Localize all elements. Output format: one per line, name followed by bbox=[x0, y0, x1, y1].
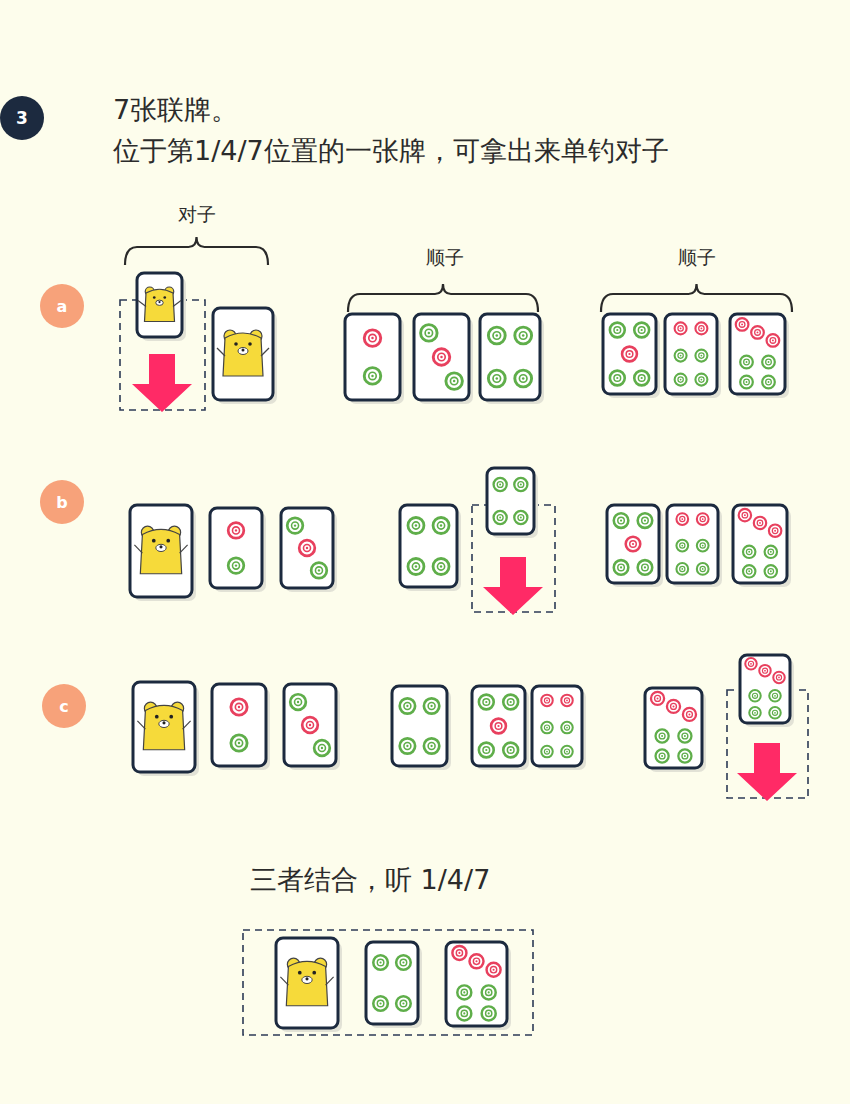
down-arrow bbox=[737, 743, 797, 801]
bear-tile bbox=[130, 505, 196, 601]
pin-tile bbox=[733, 505, 791, 587]
pin-tile bbox=[730, 314, 789, 398]
case-badge: a bbox=[40, 284, 84, 328]
pin-tile bbox=[414, 314, 473, 404]
case-badge: c bbox=[42, 684, 86, 728]
bracket-label: 对子 bbox=[178, 202, 216, 228]
pin-tile bbox=[400, 505, 461, 591]
pin-tile bbox=[345, 314, 404, 404]
pin-tile bbox=[480, 314, 544, 404]
pin-tile bbox=[603, 314, 660, 398]
badge-text: a bbox=[57, 297, 68, 316]
pin-tile bbox=[284, 684, 340, 770]
bracket-label: 顺子 bbox=[426, 245, 464, 271]
pin-tile bbox=[212, 684, 270, 770]
pin-tile bbox=[366, 942, 422, 1028]
down-arrow bbox=[132, 354, 192, 412]
bracket bbox=[601, 284, 792, 312]
pin-tile bbox=[645, 688, 706, 772]
bear-tile bbox=[276, 938, 342, 1032]
dashed-frame bbox=[243, 930, 533, 1035]
pin-tile bbox=[665, 314, 721, 398]
pin-tile bbox=[532, 686, 586, 770]
subheading: 位于第1/4/7位置的一张牌，可拿出来单钓对子 bbox=[113, 133, 669, 169]
pin-tile bbox=[607, 505, 663, 587]
pin-tile bbox=[210, 508, 266, 592]
pin-tile bbox=[446, 942, 511, 1030]
bear-tile bbox=[137, 273, 186, 341]
heading: 7张联牌。 bbox=[113, 92, 238, 128]
badge-text: b bbox=[56, 493, 67, 512]
bear-tile bbox=[213, 308, 277, 404]
bracket bbox=[348, 284, 538, 312]
badge-text: 3 bbox=[16, 108, 28, 128]
down-arrow bbox=[483, 557, 543, 615]
step-badge: 3 bbox=[0, 96, 44, 140]
pin-tile bbox=[281, 508, 337, 592]
conclusion-text: 三者结合，听 1/4/7 bbox=[250, 862, 490, 898]
bear-tile bbox=[133, 682, 199, 776]
pin-tile bbox=[472, 686, 529, 770]
case-badge: b bbox=[40, 480, 84, 524]
bracket-label: 顺子 bbox=[678, 245, 716, 271]
pin-tile bbox=[667, 505, 722, 587]
badge-text: c bbox=[59, 697, 68, 716]
pin-tile bbox=[392, 686, 451, 770]
bracket bbox=[125, 237, 268, 265]
pin-tile bbox=[740, 655, 794, 727]
pin-tile bbox=[487, 468, 538, 538]
